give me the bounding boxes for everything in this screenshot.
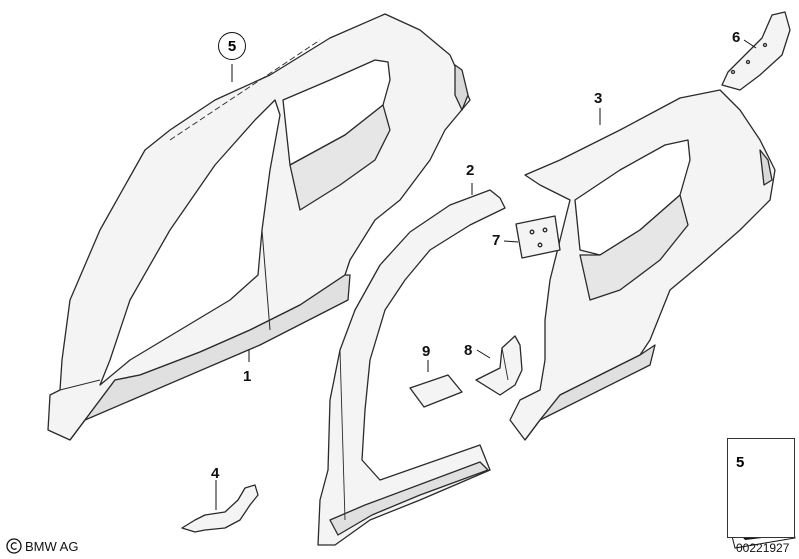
pillar-reinforcement-part-2 [317, 189, 506, 546]
callout-part-2: 2 [466, 162, 475, 179]
callout-part-1: 1 [243, 368, 252, 385]
callout-part-9: 9 [422, 343, 431, 360]
callout-part-5: 5 [218, 32, 246, 60]
callout-part-6: 6 [732, 29, 741, 46]
callout-part-7: 7 [492, 232, 501, 249]
copyright-icon [6, 538, 22, 554]
legend-label: 5 [736, 454, 745, 471]
plate-part-7 [515, 215, 561, 259]
brand-name: BMW AG [25, 538, 79, 554]
callout-part-4: 4 [211, 465, 220, 482]
rear-side-panel-part-3 [509, 89, 776, 441]
bracket-part-4 [181, 484, 259, 533]
bracket-part-8 [475, 335, 523, 396]
side-frame-part-1 [47, 13, 471, 441]
document-number: 00221927 [736, 541, 790, 555]
callout-part-8: 8 [464, 342, 473, 359]
leader-lines [215, 39, 757, 510]
brand-logo: BMW AG [6, 538, 78, 554]
callout-part-3: 3 [594, 90, 603, 107]
fastener-legend: 5 [727, 438, 795, 538]
plate-part-9 [409, 374, 463, 408]
reinforcement-strip-part-6 [721, 11, 791, 91]
